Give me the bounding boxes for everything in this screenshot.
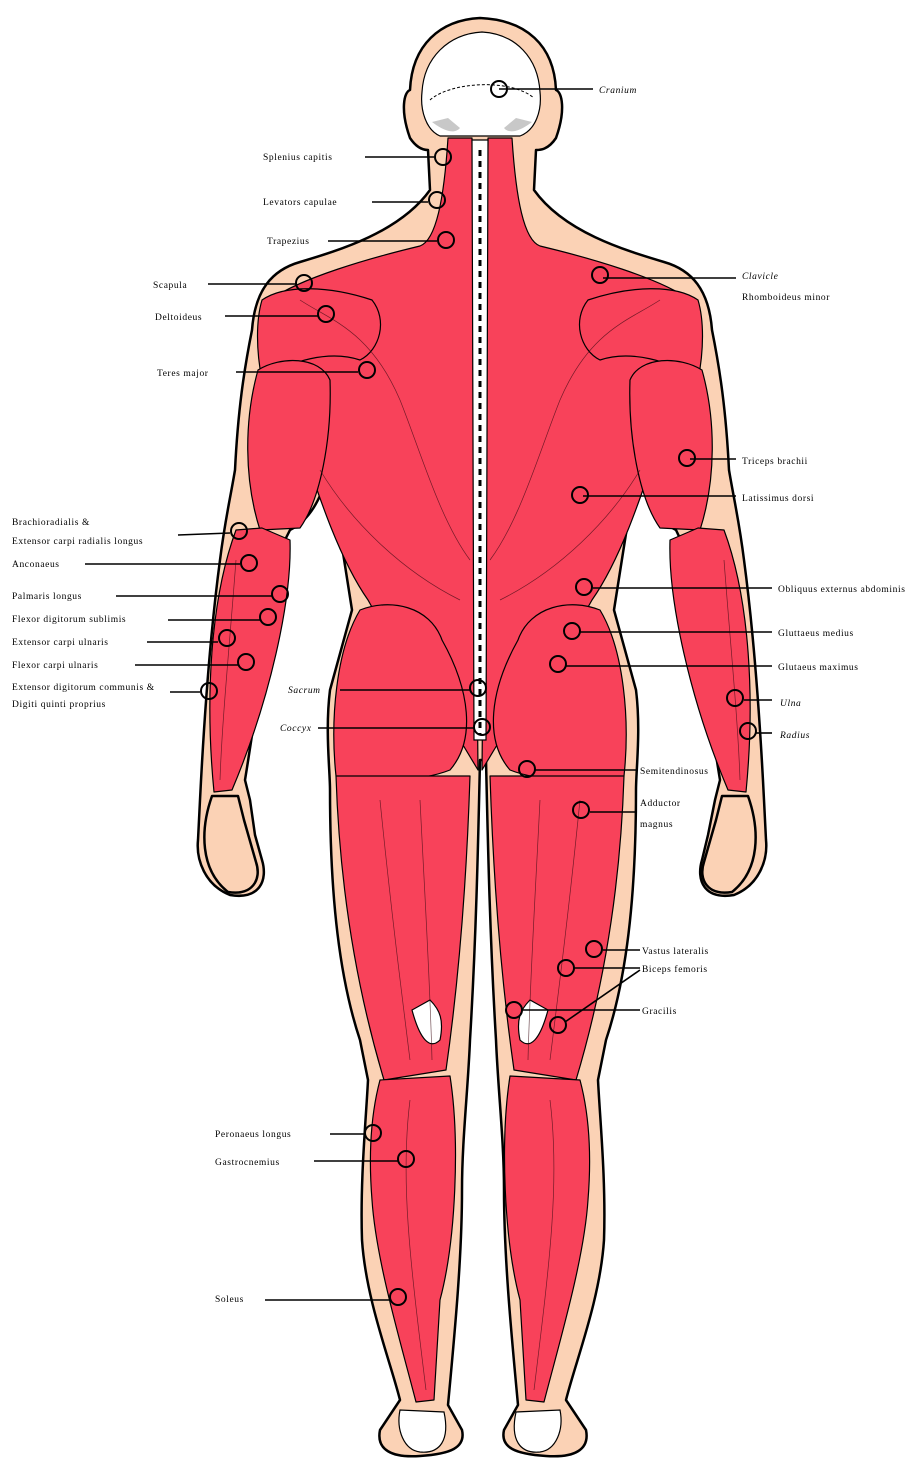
label-cranium: Cranium: [599, 86, 637, 96]
label-deltoideus: Deltoideus: [155, 313, 202, 323]
label-gluteus-maximus: Glutaeus maximus: [778, 663, 859, 673]
label-triceps-brachii: Triceps brachii: [742, 457, 808, 467]
label-gluteus-medius: Gluttaeus medius: [778, 629, 854, 639]
label-gracilis: Gracilis: [642, 1007, 677, 1017]
label-ext-digitorum-1: Extensor digitorum communis &: [12, 683, 155, 693]
label-radius: Radius: [779, 731, 810, 741]
label-palmaris-longus: Palmaris longus: [12, 592, 82, 602]
label-peronaeus-longus: Peronaeus longus: [215, 1130, 291, 1140]
label-splenius-capitis: Splenius capitis: [263, 153, 333, 163]
label-levator-scapulae: Levators capulae: [263, 198, 337, 208]
label-soleus: Soleus: [215, 1295, 244, 1305]
label-ulna: Ulna: [780, 699, 801, 709]
label-ext-digitorum-2: Digiti quinti proprius: [12, 700, 106, 710]
label-semitendinosus: Semitendinosus: [640, 767, 709, 777]
label-clavicle: Clavicle: [742, 272, 778, 282]
label-brachioradialis-2: Extensor carpi radialis longus: [12, 537, 143, 547]
label-sacrum: Sacrum: [288, 686, 321, 696]
label-adductor-2: magnus: [640, 820, 673, 830]
label-ext-carpi-ulnaris: Extensor carpi ulnaris: [12, 638, 109, 648]
label-trapezius: Trapezius: [267, 237, 310, 247]
label-flexor-carpi-ulnaris: Flexor carpi ulnaris: [12, 661, 98, 671]
label-adductor-1: Adductor: [640, 799, 681, 809]
label-scapula: Scapula: [153, 281, 187, 291]
label-vastus-lateralis: Vastus lateralis: [642, 947, 709, 957]
label-biceps-femoris: Biceps femoris: [642, 964, 708, 975]
label-teres-major: Teres major: [157, 369, 209, 379]
label-anconaeus: Anconaeus: [12, 560, 60, 570]
label-coccyx: Coccyx: [280, 724, 312, 734]
label-brachioradialis-1: Brachioradialis &: [12, 518, 90, 528]
label-rhomboideus-minor: Rhomboideus minor: [742, 293, 830, 303]
label-gastrocnemius: Gastrocnemius: [215, 1158, 280, 1168]
label-latissimus-dorsi: Latissimus dorsi: [742, 494, 814, 504]
label-obliquus: Obliquus externus abdominis: [778, 585, 906, 595]
label-flexor-digitorum: Flexor digitorum sublimis: [12, 615, 126, 625]
